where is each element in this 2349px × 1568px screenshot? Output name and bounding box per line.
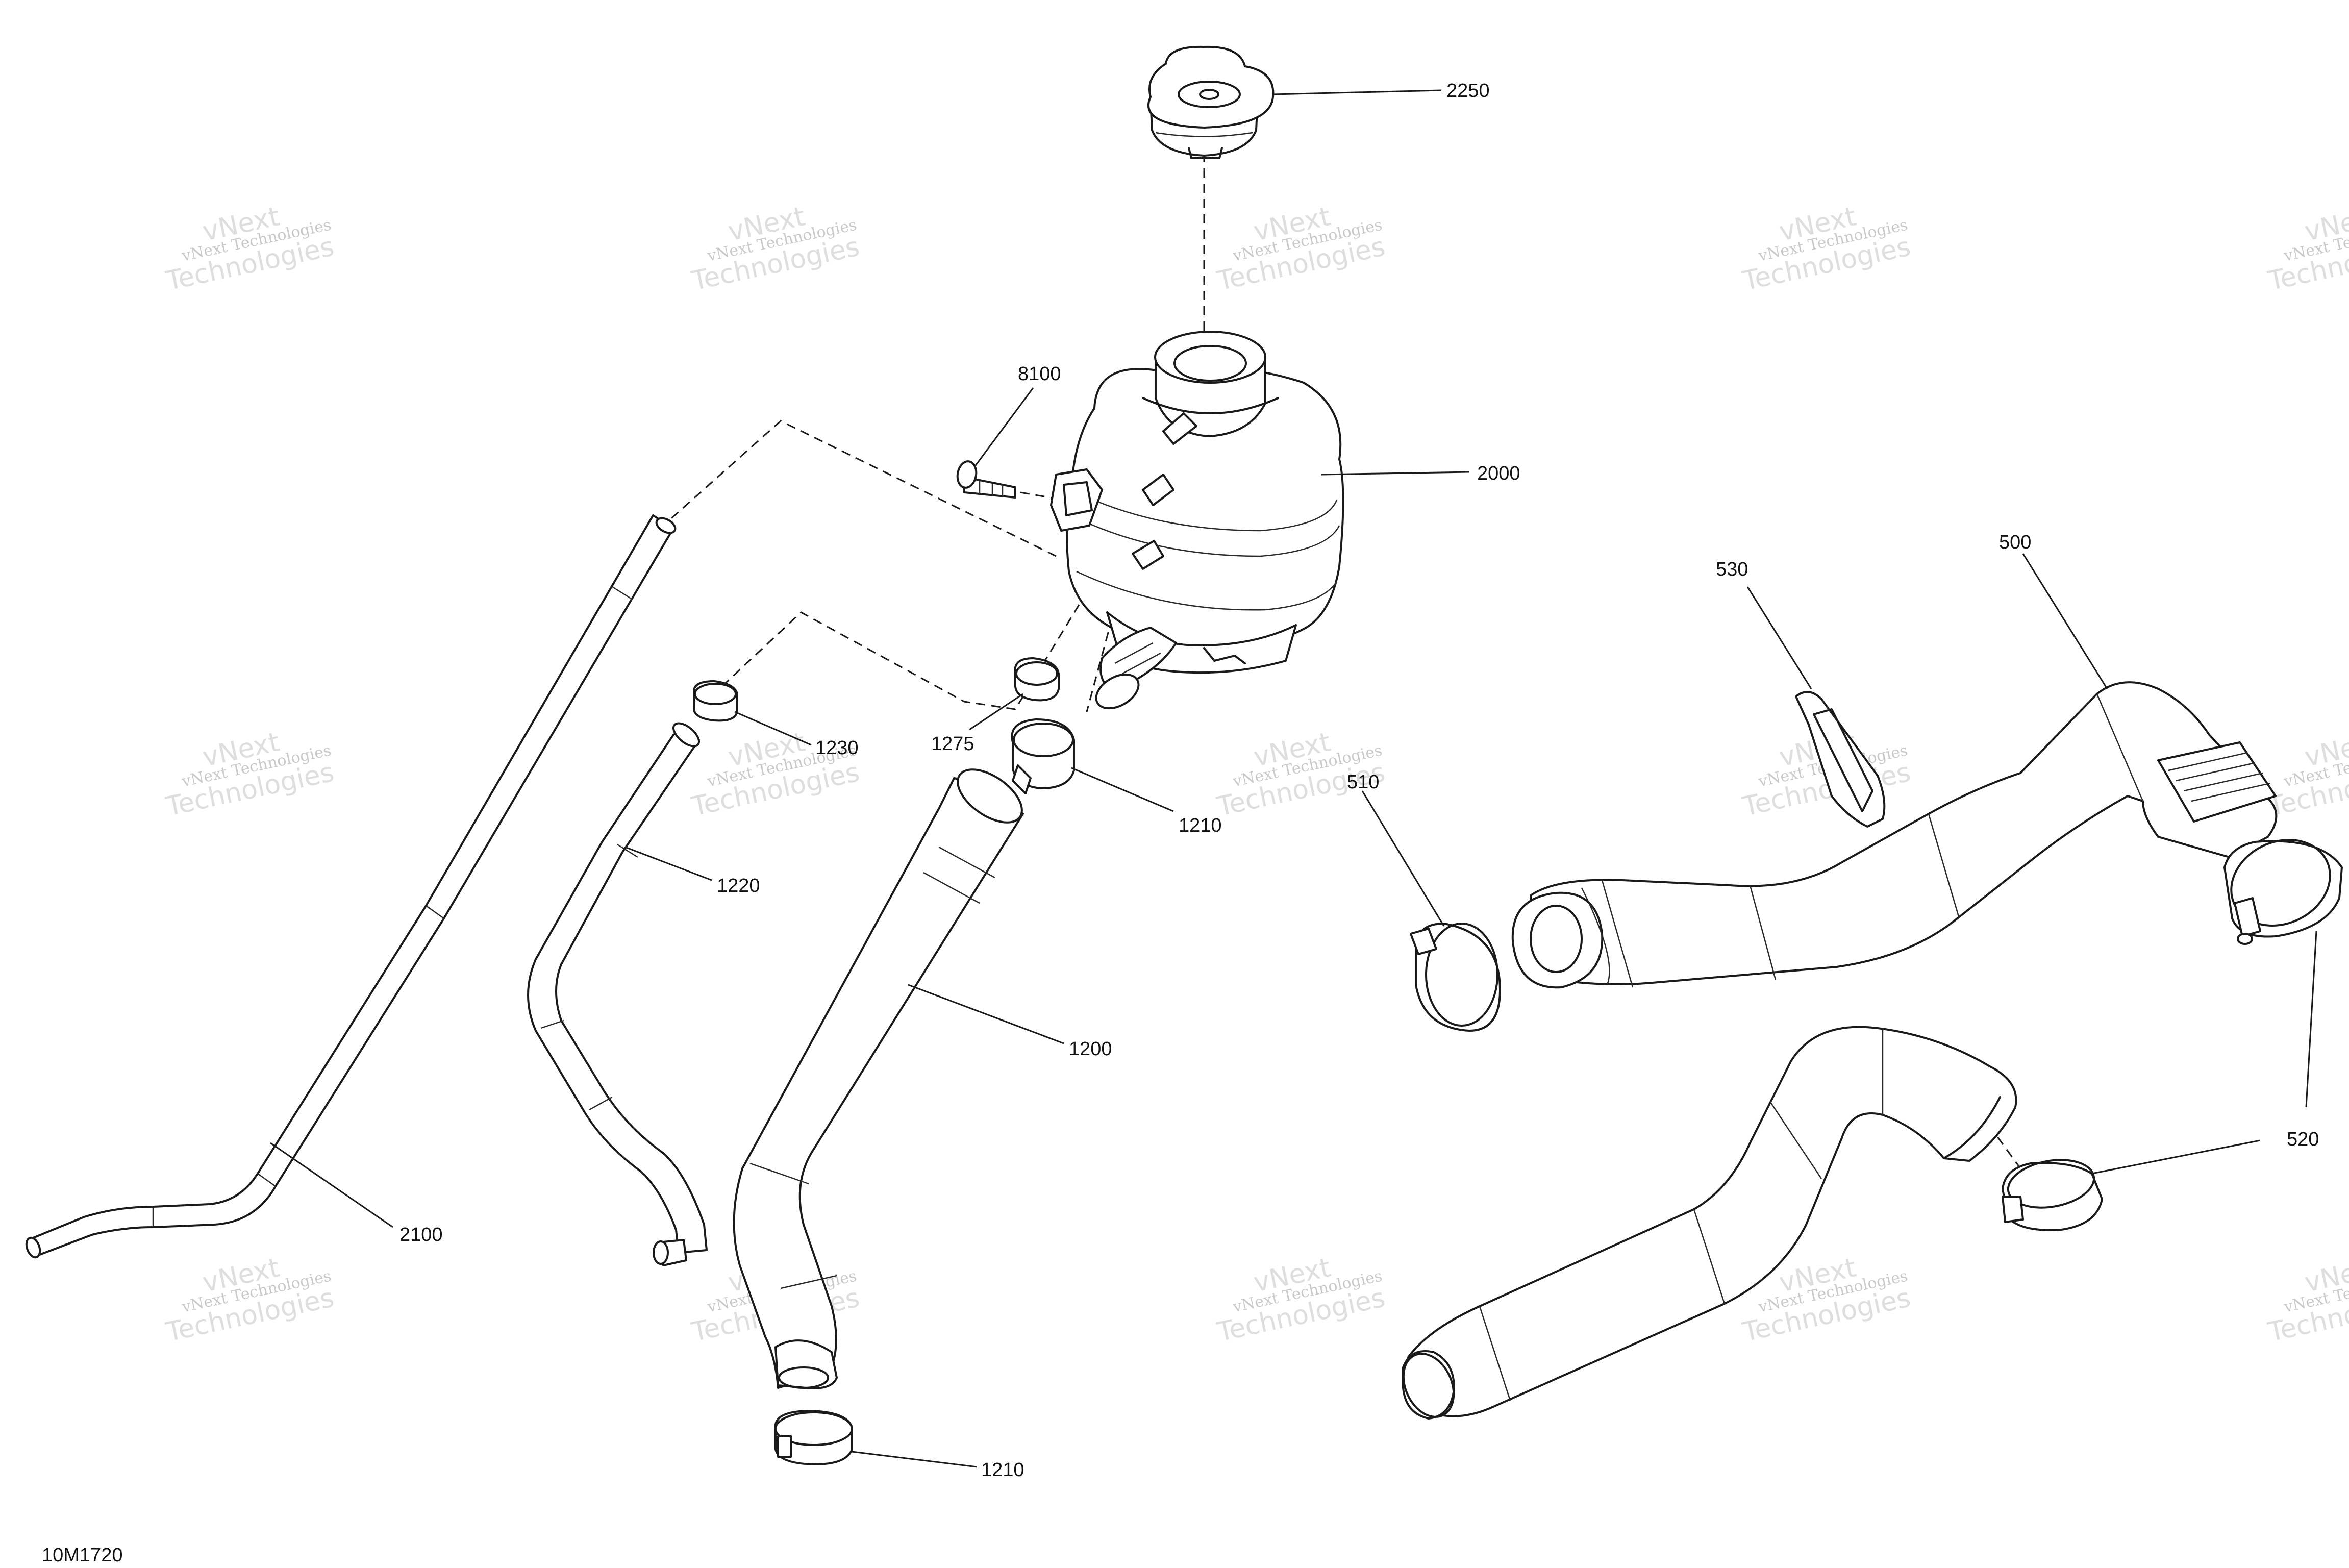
leader-2250 [1272, 89, 1442, 95]
part-2000-expansion-tank [1050, 331, 1344, 710]
guide-tank-to-hose-2100 [663, 420, 1057, 557]
part-1220-bypass-hose [527, 722, 708, 1266]
part-500-coolant-hose [1511, 681, 2278, 989]
callout-labels: 2250 8100 2000 1230 1275 1210 1220 1200 … [399, 80, 2319, 1481]
callout-8100: 8100 [1018, 363, 1061, 385]
watermark: vNext vNext Technologies Technologies [163, 1252, 337, 1348]
watermark: vNext vNext Technologies Technologies [1214, 1252, 1388, 1348]
part-520-clamp-right [2223, 839, 2343, 945]
part-1230-small-clamp [693, 680, 738, 722]
part-1200-radiator-hose [733, 768, 1024, 1389]
part-520-clamp-lower [2002, 1159, 2103, 1231]
leader-1200 [908, 984, 1064, 1044]
leader-8100 [973, 387, 1034, 467]
callout-1210-bottom: 1210 [981, 1459, 1024, 1481]
watermark: vNext vNext Technologies Technologies [1214, 201, 1388, 296]
watermark: vNext vNext Technologies Technologies [1740, 201, 1913, 296]
leader-2000 [1321, 471, 1470, 476]
leader-500 [2022, 553, 2108, 689]
part-1210-clamp-top [1011, 718, 1075, 794]
guide-tank-to-clamp-1230 [718, 500, 1144, 710]
leader-520-lower [2091, 1139, 2261, 1175]
callout-1200: 1200 [1069, 1038, 1112, 1060]
leader-lines [270, 89, 2317, 1468]
leader-1275 [969, 693, 1023, 731]
guide-tank-to-clamp-1210 [1086, 617, 1113, 712]
leader-530 [1746, 586, 1812, 689]
callout-1230: 1230 [815, 737, 859, 759]
watermark: vNext vNext Technologies Technologies [163, 727, 337, 822]
leader-1230 [734, 711, 812, 746]
watermark: vNext vNext Technologies Technologies [2265, 201, 2349, 296]
callout-2000: 2000 [1477, 463, 1520, 484]
watermark: vNext vNext Technologies Technologies [2265, 1252, 2349, 1348]
leader-1210-bottom [852, 1451, 978, 1468]
leader-510 [1361, 790, 1445, 927]
part-2100-vent-hose [25, 514, 677, 1259]
watermark: vNext vNext Technologies Technologies [689, 201, 862, 296]
part-530-hose-bracket [1795, 691, 1886, 828]
callout-520: 520 [2287, 1129, 2319, 1150]
watermark: vNext vNext Technologies Technologies [163, 201, 337, 296]
leader-2100 [270, 1142, 393, 1228]
part-1210-clamp-bottom [774, 1410, 853, 1465]
leader-1210-top [1071, 767, 1174, 812]
part-1275-small-clamp [1014, 657, 1060, 702]
callout-1210-top: 1210 [1179, 815, 1222, 836]
callout-510: 510 [1347, 771, 1379, 793]
part-8100-bolt [956, 460, 1016, 499]
watermark: vNext vNext Technologies Technologies [1214, 727, 1388, 822]
leader-1220 [624, 846, 712, 881]
drawing-reference-number: 10M1720 [42, 1545, 122, 1566]
part-510-hose-clamp [1410, 923, 1501, 1032]
callout-1275: 1275 [931, 733, 974, 755]
callout-2250: 2250 [1446, 80, 1490, 102]
watermark: vNext vNext Technologies Technologies [689, 727, 862, 822]
callout-2100: 2100 [399, 1224, 443, 1246]
guide-hose-to-clamp-520 [1979, 1112, 2021, 1169]
leader-520-right [2305, 931, 2317, 1108]
part-lower-coolant-hose [1402, 1026, 2017, 1420]
callout-530: 530 [1716, 559, 1748, 580]
callout-500: 500 [1999, 532, 2031, 553]
callout-1220: 1220 [717, 875, 760, 897]
part-2250-pressure-cap [1147, 45, 1275, 159]
